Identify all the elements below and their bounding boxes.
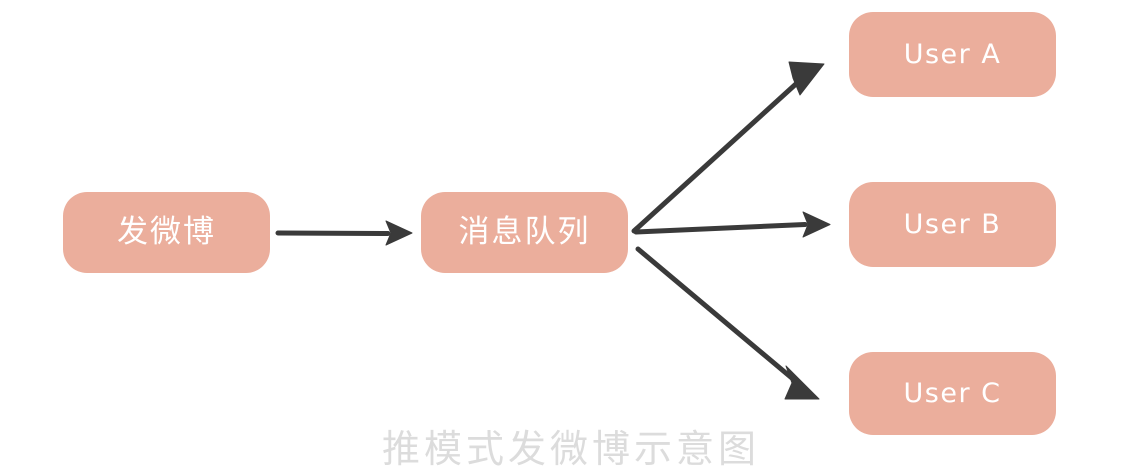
edge-queue-to-user-c <box>635 246 820 400</box>
node-publish-label: 发微博 <box>117 214 216 250</box>
edge-queue-to-user-a <box>631 61 825 234</box>
diagram-caption: 推模式发微博示意图 <box>381 427 760 471</box>
node-message-queue[interactable]: 消息队列 <box>421 192 628 273</box>
node-publish[interactable]: 发微博 <box>63 192 270 273</box>
node-user-c-label: User C <box>903 378 1002 409</box>
node-user-c[interactable]: User C <box>849 352 1056 435</box>
edge-queue-to-user-b <box>633 211 831 238</box>
node-message-queue-label: 消息队列 <box>458 214 591 250</box>
node-user-b[interactable]: User B <box>849 182 1056 267</box>
node-user-b-label: User B <box>903 209 1002 240</box>
node-user-a[interactable]: User A <box>849 12 1056 97</box>
node-user-a-label: User A <box>903 39 1002 70</box>
edge-publish-to-queue <box>275 220 413 246</box>
